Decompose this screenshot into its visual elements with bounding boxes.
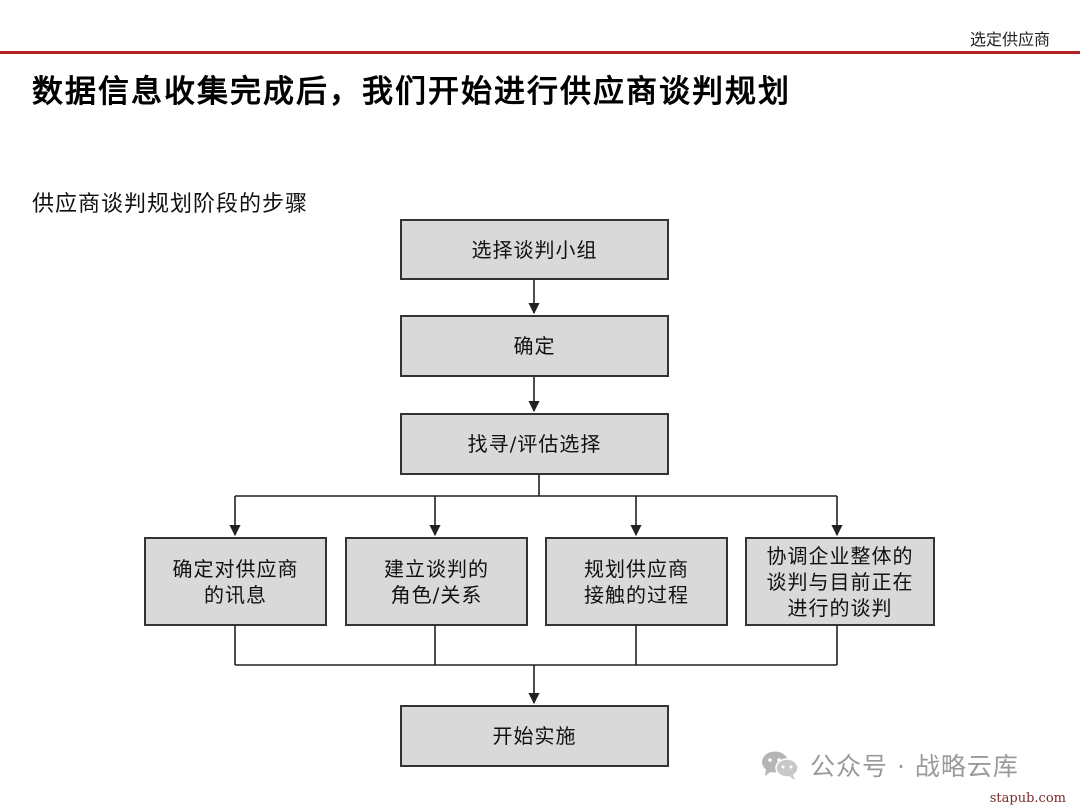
parallel-step-line: 的讯息 xyxy=(204,582,267,607)
step-select-team-label: 选择谈判小组 xyxy=(471,237,598,262)
header-divider xyxy=(0,51,1080,54)
parallel-step-roles: 建立谈判的 角色/关系 xyxy=(345,537,528,626)
parallel-step-line: 谈判与目前正在 xyxy=(766,569,914,594)
watermark-text: 公众号 · 战略云库 xyxy=(810,752,1019,781)
step-find-evaluate: 找寻/评估选择 xyxy=(400,413,669,475)
parallel-step-coordinate: 协调企业整体的 谈判与目前正在 进行的谈判 xyxy=(745,537,935,626)
step-find-evaluate-label: 找寻/评估选择 xyxy=(467,432,602,456)
watermark: 公众号 · 战略云库 xyxy=(760,747,1019,783)
step-select-team: 选择谈判小组 xyxy=(400,219,669,280)
step-confirm: 确定 xyxy=(400,315,669,377)
wechat-icon xyxy=(762,751,799,780)
parallel-step-line: 协调企业整体的 xyxy=(766,543,914,568)
parallel-step-line: 确定对供应商 xyxy=(172,556,299,581)
parallel-step-supplier-info: 确定对供应商 的讯息 xyxy=(144,537,327,626)
parallel-step-line: 建立谈判的 xyxy=(384,556,489,581)
parallel-step-line: 进行的谈判 xyxy=(787,595,893,620)
section-label: 选定供应商 xyxy=(969,30,1050,49)
parallel-step-line: 接触的过程 xyxy=(584,582,689,607)
diagram-caption: 供应商谈判规划阶段的步骤 xyxy=(32,192,309,217)
step-start-implementation: 开始实施 xyxy=(400,705,669,767)
parallel-step-line: 角色/关系 xyxy=(390,582,483,607)
parallel-step-line: 规划供应商 xyxy=(584,556,689,581)
step-confirm-label: 确定 xyxy=(513,334,556,358)
step-start-implementation-label: 开始实施 xyxy=(492,724,577,748)
parallel-step-contact-process: 规划供应商 接触的过程 xyxy=(545,537,728,626)
corner-mark: stapub.com xyxy=(989,791,1066,806)
page-title: 数据信息收集完成后，我们开始进行供应商谈判规划 xyxy=(32,74,791,110)
